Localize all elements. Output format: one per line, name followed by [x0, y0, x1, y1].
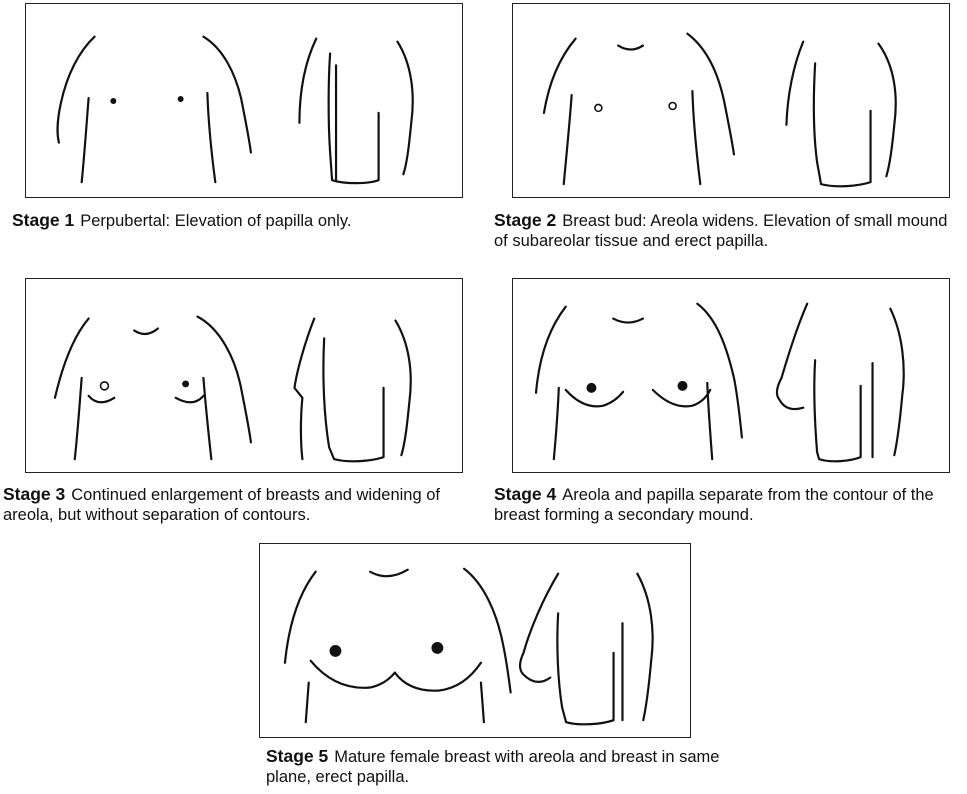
stage-5-illustration — [259, 543, 691, 738]
stage-3-label: Stage 3 — [3, 484, 65, 504]
left-areola — [330, 645, 342, 657]
right-areola — [678, 381, 688, 391]
stage-5-text: Mature female breast with areola and bre… — [266, 748, 719, 786]
neck-notch — [134, 328, 158, 333]
profile-front — [814, 360, 860, 461]
profile-back — [786, 42, 803, 125]
left-areola — [100, 382, 108, 390]
profile-arm — [397, 42, 412, 175]
left-breast-curve — [311, 661, 395, 688]
right-breast-curve — [395, 663, 481, 691]
stage-4-text: Areola and papilla separate from the con… — [494, 486, 934, 524]
right-breast-curve — [176, 396, 204, 402]
torso-right-side — [207, 93, 215, 182]
torso-right-side — [692, 91, 700, 184]
torso-right-outline — [697, 304, 742, 438]
torso-left-outline — [285, 572, 316, 663]
profile-arm — [878, 44, 895, 177]
stage-1-drawing — [26, 4, 462, 197]
stage-3-illustration — [25, 278, 463, 473]
stage-4-drawing — [513, 279, 949, 472]
stage-4-label: Stage 4 — [494, 484, 556, 504]
torso-left-side — [564, 95, 572, 184]
neck-notch — [618, 46, 643, 50]
stage-2-text: Breast bud: Areola widens. Elevation of … — [494, 212, 947, 250]
torso-left-side — [82, 98, 89, 182]
left-breast-curve — [89, 396, 115, 402]
right-breast-curve — [653, 390, 710, 406]
stage-5-drawing — [260, 544, 690, 737]
right-papilla — [178, 96, 184, 102]
torso-right-side — [481, 683, 484, 723]
neck-notch — [613, 319, 643, 323]
stage-1-caption: Stage 1 Perpubertal: Elevation of papilla… — [12, 210, 472, 231]
stage-1-illustration — [25, 3, 463, 198]
right-papilla — [182, 380, 189, 387]
torso-left-side — [75, 378, 82, 459]
right-areola — [669, 102, 676, 109]
torso-right-outline — [197, 317, 250, 443]
profile-arm — [890, 309, 903, 455]
stage-2-illustration — [512, 3, 950, 198]
profile-back — [520, 574, 558, 682]
stage-1-label: Stage 1 — [12, 210, 74, 230]
torso-left-outline — [55, 319, 89, 398]
torso-left-outline — [536, 307, 566, 393]
profile-front — [557, 613, 613, 724]
left-areola — [595, 104, 602, 111]
profile-back — [299, 39, 316, 123]
torso-left-side — [306, 683, 309, 723]
profile-arm — [395, 321, 410, 456]
left-areola — [586, 383, 596, 393]
torso-left-side — [554, 388, 559, 459]
left-breast-curve — [566, 390, 623, 406]
torso-right-side — [203, 378, 211, 459]
stage-4-illustration — [512, 278, 950, 473]
stage-1-text: Perpubertal: Elevation of papilla only. — [80, 212, 351, 230]
profile-arm — [637, 574, 652, 720]
stage-5-label: Stage 5 — [266, 746, 328, 766]
stage-2-label: Stage 2 — [494, 210, 556, 230]
profile-front — [814, 63, 871, 186]
profile-front — [323, 338, 383, 461]
stage-2-drawing — [513, 4, 949, 197]
torso-left-outline — [58, 37, 95, 143]
right-areola — [431, 642, 443, 654]
stage-3-drawing — [26, 279, 462, 472]
stage-3-text: Continued enlargement of breasts and wid… — [3, 486, 440, 524]
left-papilla — [110, 98, 116, 104]
profile-back — [294, 319, 314, 460]
neck-notch — [370, 570, 408, 576]
profile-back — [777, 304, 807, 409]
